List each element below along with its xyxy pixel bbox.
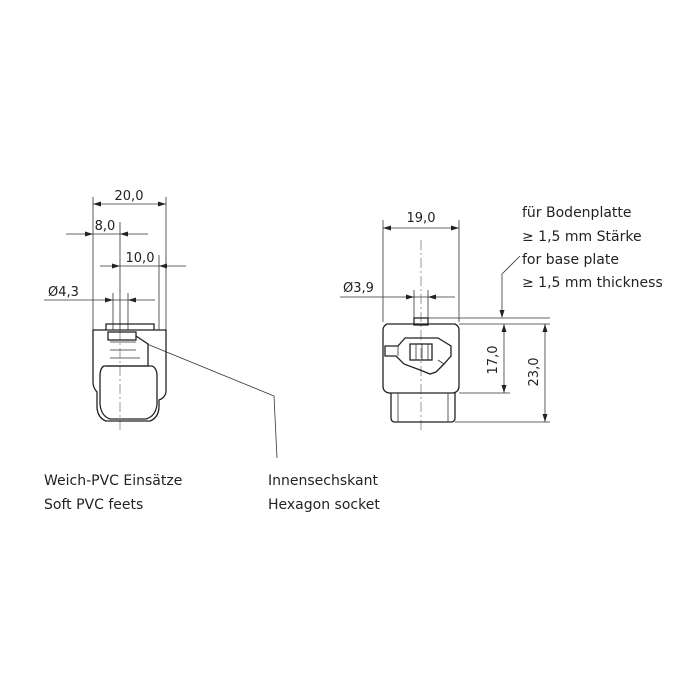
caption-socket-de: Innensechskant <box>268 473 378 489</box>
note-line-3: for base plate <box>522 252 619 268</box>
dim-right-overall: 19,0 <box>407 211 436 226</box>
note-line-1: für Bodenplatte <box>522 205 632 221</box>
dim-right-hole: Ø3,9 <box>343 281 374 296</box>
left-section-view <box>44 197 186 432</box>
note-line-4: ≥ 1,5 mm thickness <box>522 275 663 291</box>
dim-right-height-23: 23,0 <box>527 358 542 387</box>
dim-left-hole: Ø4,3 <box>48 285 79 300</box>
dim-right-height-17: 17,0 <box>486 346 501 375</box>
leader-hexagon-socket <box>146 343 278 459</box>
dim-left-a: 8,0 <box>95 219 116 234</box>
dim-left-b: 10,0 <box>126 251 155 266</box>
dim-left-overall: 20,0 <box>115 189 144 204</box>
caption-pvc-de: Weich-PVC Einsätze <box>44 473 182 489</box>
right-side-view <box>340 220 550 432</box>
caption-socket-en: Hexagon socket <box>268 497 380 513</box>
note-line-2: ≥ 1,5 mm Stärke <box>522 229 642 245</box>
caption-pvc-en: Soft PVC feets <box>44 497 143 513</box>
